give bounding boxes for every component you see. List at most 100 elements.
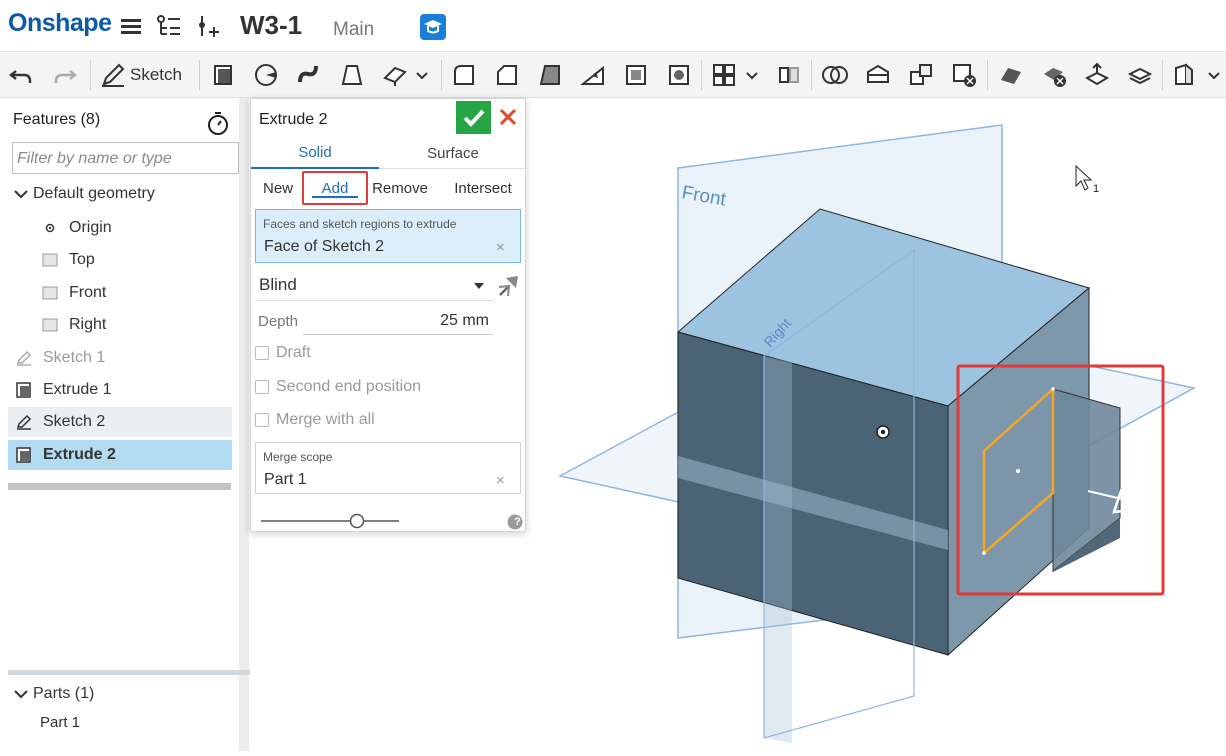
feature-list-icon[interactable] [155,12,183,40]
delete-face-icon[interactable] [1039,60,1069,90]
clear-scope-button[interactable]: × [496,472,505,489]
sketch-icon[interactable] [98,60,128,90]
chamfer-icon[interactable] [492,60,522,90]
faces-selection-field[interactable]: Faces and sketch regions to extrude Face… [255,209,521,263]
accept-button[interactable] [456,101,491,134]
toolbar-divider [987,60,988,90]
parts-group[interactable]: Parts (1) [12,680,94,708]
rib-icon[interactable] [578,60,608,90]
merge-all-option[interactable]: Merge with all [255,408,375,432]
active-underline [312,196,358,198]
tree-item-right[interactable]: Right [41,311,106,339]
default-geometry-label: Default geometry [33,185,155,202]
default-geometry-group[interactable]: Default geometry [12,180,155,208]
end-type-select[interactable]: Blind [255,271,493,301]
feature-filter-input[interactable]: Filter by name or type [12,142,239,174]
faces-value: Face of Sketch 2 [264,238,385,255]
operation-remove[interactable]: Remove [372,179,428,197]
depth-input[interactable]: 25 mm [303,307,493,335]
sketch-icon [16,414,32,430]
chevron-down-icon[interactable] [742,60,762,90]
cursor-count: 1 [1093,183,1099,195]
rollback-timer-icon[interactable] [206,110,230,136]
tree-item-sketch-1[interactable]: Sketch 1 [15,344,105,372]
rollback-bar[interactable] [8,483,231,490]
extrude-preview-side [1052,388,1121,573]
replace-face-icon[interactable] [1125,60,1155,90]
clear-faces-button[interactable]: × [496,239,505,256]
sketch-button[interactable]: Sketch [130,65,182,84]
sweep-icon[interactable] [294,60,324,90]
opposite-direction-icon[interactable] [496,273,522,299]
draft-checkbox[interactable] [255,346,269,360]
operation-intersect[interactable]: Intersect [454,179,512,197]
parts-divider[interactable] [8,670,250,675]
part-item[interactable]: Part 1 [40,708,80,736]
merge-scope-field[interactable]: Merge scope Part 1 × [255,442,521,494]
draft-option[interactable]: Draft [255,341,311,365]
loft-icon[interactable] [337,60,367,90]
depth-arrow-head[interactable] [1112,486,1155,514]
tree-item-front[interactable]: Front [41,279,106,307]
boolean-icon[interactable] [820,60,850,90]
front-plane-overlay [764,356,792,743]
tree-item-top[interactable]: Top [41,246,95,274]
depth-label: Depth [258,313,299,330]
operation-new[interactable]: New [262,179,293,197]
workspace-name[interactable]: Main [333,19,375,40]
dialog-title: Extrude 2 [259,111,328,128]
tree-item-extrude-1[interactable]: Extrude 1 [15,376,111,404]
close-icon [499,108,517,126]
second-end-option[interactable]: Second end position [255,375,421,399]
tree-item-origin[interactable]: Origin [41,214,112,242]
delete-part-icon[interactable] [949,60,979,90]
second-end-checkbox[interactable] [255,380,269,394]
shell-icon[interactable] [621,60,651,90]
split-icon[interactable] [863,60,893,90]
graphics-viewport[interactable]: Front Right 1 [526,98,1226,751]
toolbar-divider [441,60,442,90]
tab-solid[interactable]: Solid [251,137,379,169]
onshape-logo[interactable]: Onshape [8,9,112,37]
model-view[interactable]: Front Right 1 [526,98,1226,751]
toolbar-divider [90,60,91,90]
merge-all-checkbox[interactable] [255,413,269,427]
thicken-icon[interactable] [380,60,410,90]
modify-fillet-icon[interactable] [996,60,1026,90]
mirror-icon[interactable] [774,60,804,90]
revolve-icon[interactable] [251,60,281,90]
fillet-icon[interactable] [449,60,479,90]
menu-icon[interactable] [118,12,146,40]
chevron-down-icon[interactable] [12,185,30,203]
insert-icon[interactable] [194,12,222,40]
move-face-icon[interactable] [1082,60,1112,90]
depth-row: Depth 25 mm [255,307,495,335]
mouse-cursor-icon [1075,164,1093,191]
tab-surface[interactable]: Surface [427,144,479,162]
end-type-value: Blind [259,275,297,294]
extrude-icon[interactable] [208,60,238,90]
tree-item-extrude-2[interactable]: Extrude 2 [8,440,232,470]
draft-icon[interactable] [535,60,565,90]
selected-sketch-face[interactable] [982,386,1055,556]
sheet-metal-icon[interactable] [1170,60,1200,90]
transform-icon[interactable] [906,60,936,90]
learning-center-icon[interactable] [420,14,446,40]
preview-slider[interactable] [259,511,523,531]
linear-pattern-icon[interactable] [709,60,739,90]
hole-icon[interactable] [664,60,694,90]
tree-item-sketch-2[interactable]: Sketch 2 [8,407,232,437]
panel-scrollbar[interactable] [239,98,249,751]
undo-icon[interactable] [6,60,36,90]
document-title[interactable]: W3-1 [240,10,303,40]
redo-icon[interactable] [50,60,80,90]
operation-add-label: Add [321,179,349,197]
chevron-down-icon[interactable] [12,685,30,703]
help-icon[interactable]: ? [514,516,521,528]
chevron-down-icon[interactable] [1204,60,1224,90]
parts-title: Parts (1) [33,685,95,702]
cancel-button[interactable] [495,103,521,131]
operation-add[interactable]: Add [302,171,368,205]
chevron-down-icon[interactable] [412,60,432,90]
top-bar: Onshape W3-1 Main [0,0,1226,52]
